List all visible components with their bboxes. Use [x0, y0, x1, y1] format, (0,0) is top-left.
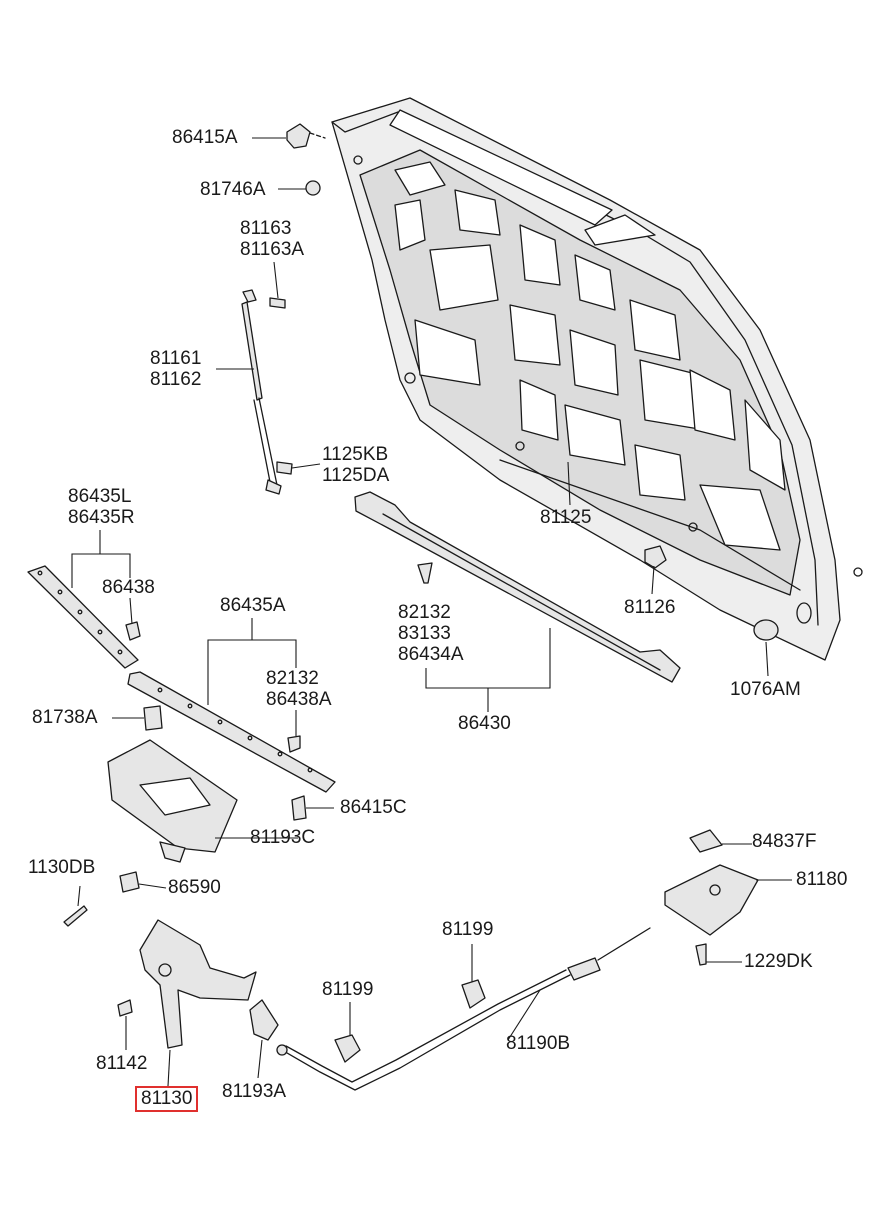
- label-81163-line1: 81163: [240, 218, 292, 239]
- label-81738A: 81738A: [32, 707, 98, 728]
- label-1125KB: 1125KB 1125DA: [322, 444, 389, 486]
- label-86435A: 86435A: [220, 595, 286, 616]
- cable-clip-left: [334, 1034, 361, 1063]
- label-81125: 81125: [540, 507, 592, 528]
- label-1125KB-line2: 1125DA: [322, 465, 390, 486]
- label-86435L-line1: 86435L: [68, 486, 132, 507]
- label-81180: 81180: [796, 869, 848, 890]
- label-81163-line2: 81163A: [240, 239, 305, 260]
- latch-bolt: [63, 905, 88, 927]
- label-1229DK: 1229DK: [744, 951, 813, 972]
- label-82132-mid-line2: 83133: [398, 623, 451, 644]
- rubber-stopper: [143, 705, 163, 731]
- label-86435L-line2: 86435R: [68, 507, 135, 528]
- label-82132-left: 82132 86438A: [266, 668, 332, 710]
- bumper-clip: [291, 795, 307, 821]
- label-81126: 81126: [624, 597, 676, 618]
- hood-overslam-bumper: [644, 545, 667, 569]
- label-86435L: 86435L 86435R: [68, 486, 135, 528]
- drain-plug: [753, 619, 779, 641]
- hood-release-cable: [276, 927, 651, 1091]
- hood-bumper-stop: [286, 123, 326, 149]
- label-81193A: 81193A: [222, 1081, 287, 1102]
- latch-cover: [107, 739, 238, 863]
- label-81746A: 81746A: [200, 179, 266, 200]
- label-1076AM: 1076AM: [730, 679, 801, 700]
- cable-clip: [249, 999, 279, 1041]
- label-82132-left-line1: 82132: [266, 668, 319, 689]
- label-82132-left-line2: 86438A: [266, 689, 332, 710]
- label-81199-right: 81199: [442, 919, 494, 940]
- label-81142: 81142: [96, 1053, 148, 1074]
- radiator-seal-strip: [127, 671, 336, 793]
- hood-latch-assembly: [139, 919, 257, 1049]
- label-81190B: 81190B: [506, 1033, 571, 1054]
- hood-front-seal: [354, 491, 681, 683]
- leader-lines: [71, 137, 792, 1087]
- hood-seal-strip: [27, 565, 139, 669]
- label-81161-line1: 81161: [150, 348, 202, 369]
- handle-cover: [689, 829, 723, 853]
- hood-release-handle: [664, 864, 759, 936]
- label-86415C: 86415C: [340, 797, 407, 818]
- label-86438: 86438: [102, 577, 155, 598]
- handle-screw: [695, 943, 707, 966]
- label-81193C: 81193C: [250, 827, 316, 848]
- mounting-nut: [119, 871, 140, 893]
- label-86430: 86430: [458, 713, 511, 734]
- label-81161: 81161 81162: [150, 348, 201, 390]
- label-84837F: 84837F: [752, 831, 817, 852]
- label-82132-mid-line1: 82132: [398, 602, 451, 623]
- seal-clip-mid: [417, 562, 433, 584]
- label-86590: 86590: [168, 877, 221, 898]
- label-81130-highlighted: 81130: [135, 1086, 199, 1112]
- label-81163: 81163 81163A: [240, 218, 304, 260]
- label-81161-line2: 81162: [150, 369, 202, 390]
- hood-lift-strut: [241, 289, 282, 495]
- latch-mount-bolt: [117, 999, 133, 1017]
- strut-bolt: [276, 461, 293, 475]
- grommet: [305, 180, 321, 196]
- radiator-seal-clip: [287, 735, 301, 753]
- seal-clip: [125, 621, 141, 641]
- label-1130DB: 1130DB: [28, 857, 96, 878]
- cable-clip-right: [461, 979, 486, 1009]
- label-86415A: 86415A: [172, 127, 238, 148]
- stay-bolt: [269, 297, 286, 309]
- label-1125KB-line1: 1125KB: [322, 444, 389, 465]
- hood-panel: [331, 97, 863, 661]
- label-82132-mid: 82132 83133 86434A: [398, 602, 464, 665]
- label-81199-left: 81199: [322, 979, 374, 1000]
- label-82132-mid-line3: 86434A: [398, 644, 464, 665]
